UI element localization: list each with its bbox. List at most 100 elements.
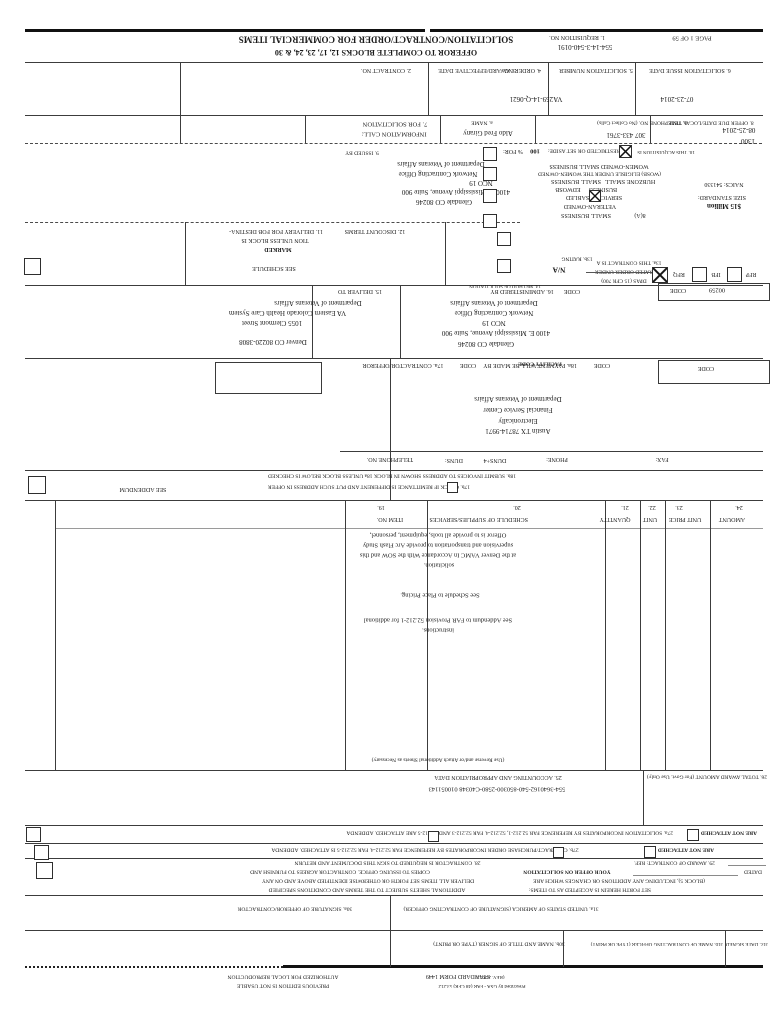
b30b-label: 30b. NAME AND TITLE OF SIGNER (TYPE OR P… <box>433 940 565 947</box>
rfq-label: RFQ <box>673 270 685 277</box>
footer-authorized: AUTHORIZED FOR LOCAL REPRODUCTION <box>227 973 339 980</box>
b27b-are-checkbox[interactable] <box>644 846 656 858</box>
offer-due-date: 08-25-2014 <box>722 126 756 135</box>
contractor-code-field[interactable] <box>215 362 322 394</box>
rfp-checkbox[interactable] <box>727 267 742 282</box>
b27a-tail: ARE NOT ATTACHED <box>700 829 758 836</box>
divider-b7-name <box>440 115 441 143</box>
b27b-checkbox[interactable] <box>34 845 49 860</box>
poc-tel-value: 307 433-3761 <box>606 131 646 140</box>
col24-num: 24. <box>735 503 743 510</box>
footer-form-rev: (REV. 2/2012) <box>475 973 505 979</box>
col20-num: 20. <box>513 503 521 510</box>
issued-by-addr-3: NCO 19 <box>469 179 493 188</box>
b17b-inline-checkbox[interactable] <box>447 482 458 493</box>
administered-by-label: 16. ADMINISTERED BY <box>490 287 554 294</box>
order-no-label: 4. ORDER NO. <box>503 66 542 73</box>
remittance-checkbox[interactable] <box>28 476 46 494</box>
b13a-line1: 13a. THIS CONTRACT IS A <box>596 259 662 266</box>
payment-addr-3: Electronically <box>498 417 538 426</box>
top-rule-right <box>430 29 763 32</box>
duns-label: DUNS: <box>445 456 464 463</box>
schedule-line-6: See Addendum to FAR Provision 52.212-1 f… <box>363 616 513 624</box>
issued-by-addr-4: 4100 E. Mississippi Avenue, Suite 900 <box>401 188 511 197</box>
b31b-label: 31b. NAME OF CONTRACTING OFFICER (TYPE O… <box>590 940 723 946</box>
sdvosb-checkbox[interactable] <box>483 189 497 203</box>
admin-addr-1: Department of Veterans Affairs <box>450 299 538 308</box>
footer-prescribed: Prescribed by GSA - FAR (48 CFR) 53.212 <box>438 982 526 988</box>
divider-b31b-b31c <box>725 930 726 967</box>
payment-addr-4: Austin TX 78714-9971 <box>485 427 551 436</box>
col19-num: 19. <box>377 503 385 510</box>
b10-edwosb: EDWOSB <box>555 185 581 192</box>
deliver-to-label: 15. DELIVER TO <box>338 287 382 294</box>
schedule-line-7: instructions. <box>422 626 454 634</box>
rule-row17b <box>25 470 763 471</box>
divider-header-a <box>180 62 181 143</box>
rule-row17 <box>25 358 763 359</box>
fob-checkbox[interactable] <box>24 258 41 275</box>
payment-addr-1: Department of Veterans Affairs <box>474 395 562 404</box>
table-footnote: (Use Reverse and/or Attach Additional Sh… <box>371 756 505 763</box>
rule-contact <box>340 451 763 452</box>
divider-b25-b26 <box>643 770 644 825</box>
solicitation-no-label: 5. SOLICITATION NUMBER <box>559 66 633 73</box>
deliver-to-addr-3: 1055 Clermont Street <box>241 319 303 328</box>
rule-block9-dashed <box>25 222 520 223</box>
top-rule-left <box>25 29 425 32</box>
contract-no-label: 2. CONTRACT NO. <box>361 66 411 73</box>
b11-see-schedule: SEE SCHEDULE <box>252 264 296 271</box>
b27b-tail: ARE NOT ATTACHED <box>657 846 715 853</box>
b27b-inline-checkbox[interactable] <box>553 847 564 858</box>
service-disabled-checkbox[interactable] <box>589 190 601 202</box>
form-subtitle: OFFEROR TO COMPLETE BLOCKS 12, 17, 23, 2… <box>274 48 478 58</box>
form-title: SOLICITATION/CONTRACT/ORDER FOR COMMERCI… <box>238 34 514 45</box>
b27a-checkbox[interactable] <box>26 827 41 842</box>
divider-b11-left <box>185 222 186 285</box>
duns4-label: DUNS+4 <box>483 456 507 463</box>
administered-by-code-tag: CODE <box>563 287 581 294</box>
schedule-line-2: supervision and transportation to provid… <box>362 541 514 549</box>
table-v1 <box>55 500 56 770</box>
rule-table-bottom <box>25 770 763 771</box>
b29-ref-line <box>728 865 766 866</box>
rule-under-title <box>25 62 763 63</box>
bottom-rule-dotted <box>25 966 283 968</box>
schedule-line-5: See Schedule to Place Pricing. <box>400 591 480 599</box>
offer-due-time: 1300 <box>741 137 755 146</box>
table-v3 <box>427 500 428 770</box>
rule-row3-dashed <box>25 143 762 144</box>
unrestricted-checkbox[interactable] <box>483 147 497 161</box>
b27b-text: 27b. CONTRACT/PURCHASE ORDER INCORPORATE… <box>271 846 579 853</box>
b13a-strike <box>586 272 660 273</box>
ifb-checkbox[interactable] <box>692 267 707 282</box>
setaside-checkbox[interactable] <box>619 145 632 158</box>
b27a-are-checkbox[interactable] <box>687 829 699 841</box>
b29-line1: 29. AWARD OF CONTRACT: REF. <box>634 859 715 866</box>
divider-b17-b18 <box>390 358 391 500</box>
divider-tel-due <box>650 115 651 143</box>
b27a-inline-checkbox[interactable] <box>428 831 439 842</box>
divider-b2-b3 <box>428 62 429 115</box>
rule-row27a <box>25 825 763 826</box>
b28-line1: 28. CONTRACTOR IS REQUIRED TO SIGN THIS … <box>294 859 481 866</box>
b13a-checkbox-2[interactable] <box>497 259 511 273</box>
b11-line3: MARKED <box>264 245 292 252</box>
table-v6 <box>665 500 666 770</box>
rfq-checkbox[interactable] <box>652 267 668 283</box>
issued-code-label: CODE <box>669 286 687 293</box>
8a-checkbox[interactable] <box>483 214 497 228</box>
rule-row2 <box>25 115 763 116</box>
table-v5 <box>640 500 641 770</box>
ifb-label: IFB <box>711 270 721 277</box>
b30a-label: 30a. SIGNATURE OF OFFEROR/CONTRACTOR <box>237 905 353 912</box>
b10-wosb-1: WOMEN-OWNED SMALL BUSINESS <box>549 162 649 169</box>
b28-checkbox[interactable] <box>36 862 53 879</box>
b13a-checkbox-1[interactable] <box>497 232 511 246</box>
wosb-checkbox[interactable] <box>483 167 497 181</box>
rule-row30a <box>25 895 763 896</box>
accounting-label: 25. ACCOUNTING AND APPROPRIATION DATA <box>434 773 562 780</box>
rule-table-top <box>25 500 763 501</box>
issue-date-label: 6. SOLICITATION ISSUE DATE <box>649 66 731 73</box>
b29-line4: SET FORTH HEREIN IS ACCEPTED AS TO ITEMS… <box>528 886 652 893</box>
